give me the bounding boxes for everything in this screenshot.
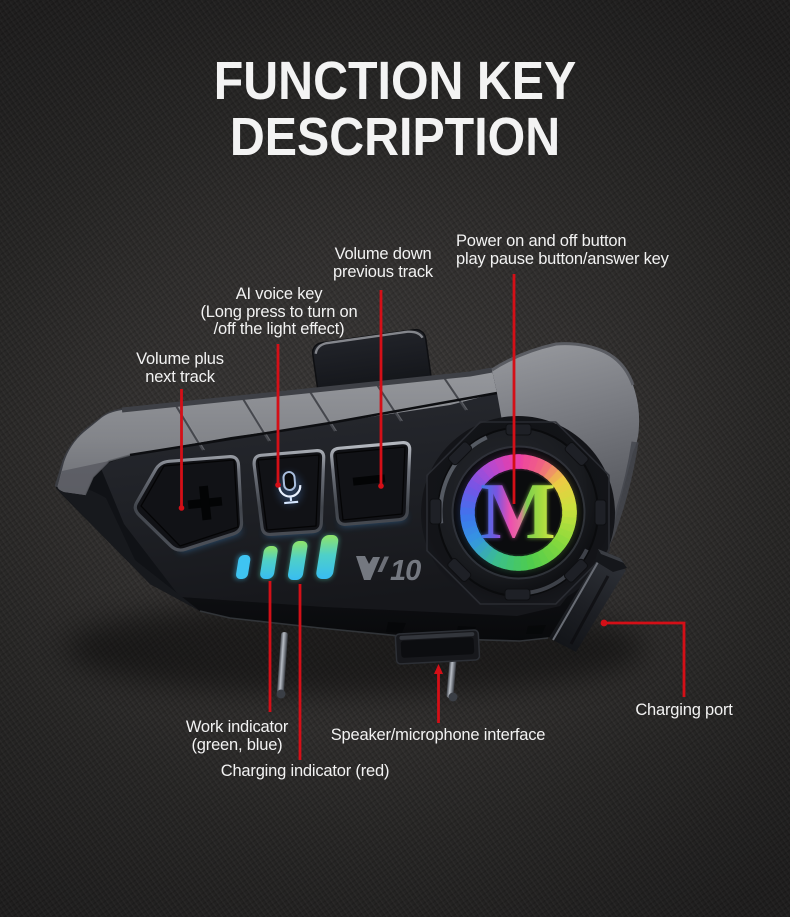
svg-text:M: M bbox=[480, 468, 556, 556]
svg-text:M: M bbox=[480, 468, 556, 556]
svg-text:10: 10 bbox=[390, 555, 421, 587]
